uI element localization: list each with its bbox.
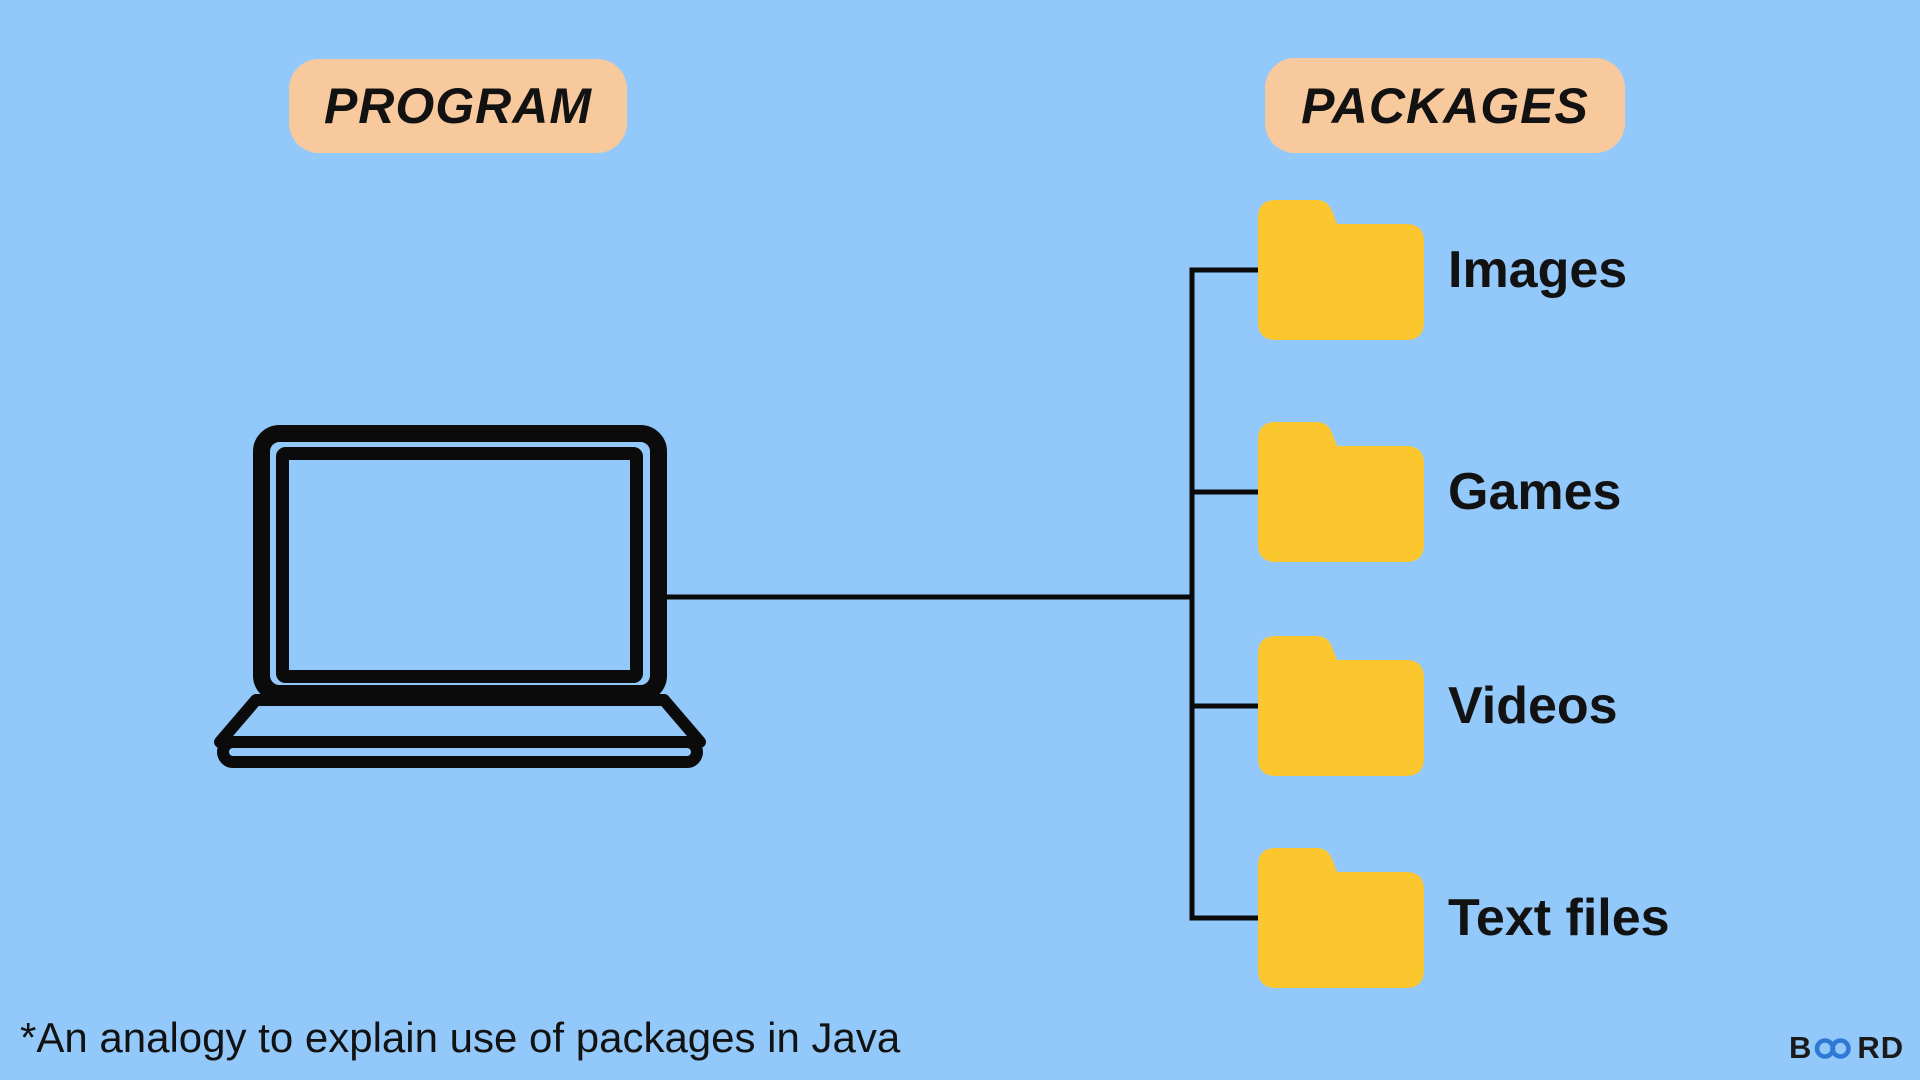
folder-icon (1258, 422, 1424, 562)
package-row-text-files: Text files (1258, 848, 1670, 988)
footnote-text: *An analogy to explain use of packages i… (20, 1014, 901, 1061)
brand-logo: B RD (1789, 1030, 1904, 1066)
folder-label: Videos (1448, 677, 1618, 735)
folder-icon (1258, 848, 1424, 988)
folder-label: Games (1448, 463, 1622, 521)
packages-heading-pill: PACKAGES (1265, 58, 1625, 153)
package-row-images: Images (1258, 200, 1627, 340)
logo-text-rd: RD (1857, 1030, 1905, 1065)
infinity-icon (1815, 1037, 1852, 1059)
logo-text-b: B (1789, 1030, 1813, 1065)
packages-heading-label: PACKAGES (1301, 77, 1589, 134)
program-heading-pill: PROGRAM (289, 59, 627, 153)
package-row-games: Games (1258, 422, 1621, 562)
folder-icon (1258, 636, 1424, 776)
folder-icon (1258, 200, 1424, 340)
connector-lines (664, 267, 1265, 921)
laptop-icon (214, 425, 706, 768)
program-heading-label: PROGRAM (323, 78, 593, 134)
folder-label: Images (1448, 241, 1628, 299)
package-row-videos: Videos (1258, 636, 1618, 776)
folder-label: Text files (1448, 889, 1670, 947)
